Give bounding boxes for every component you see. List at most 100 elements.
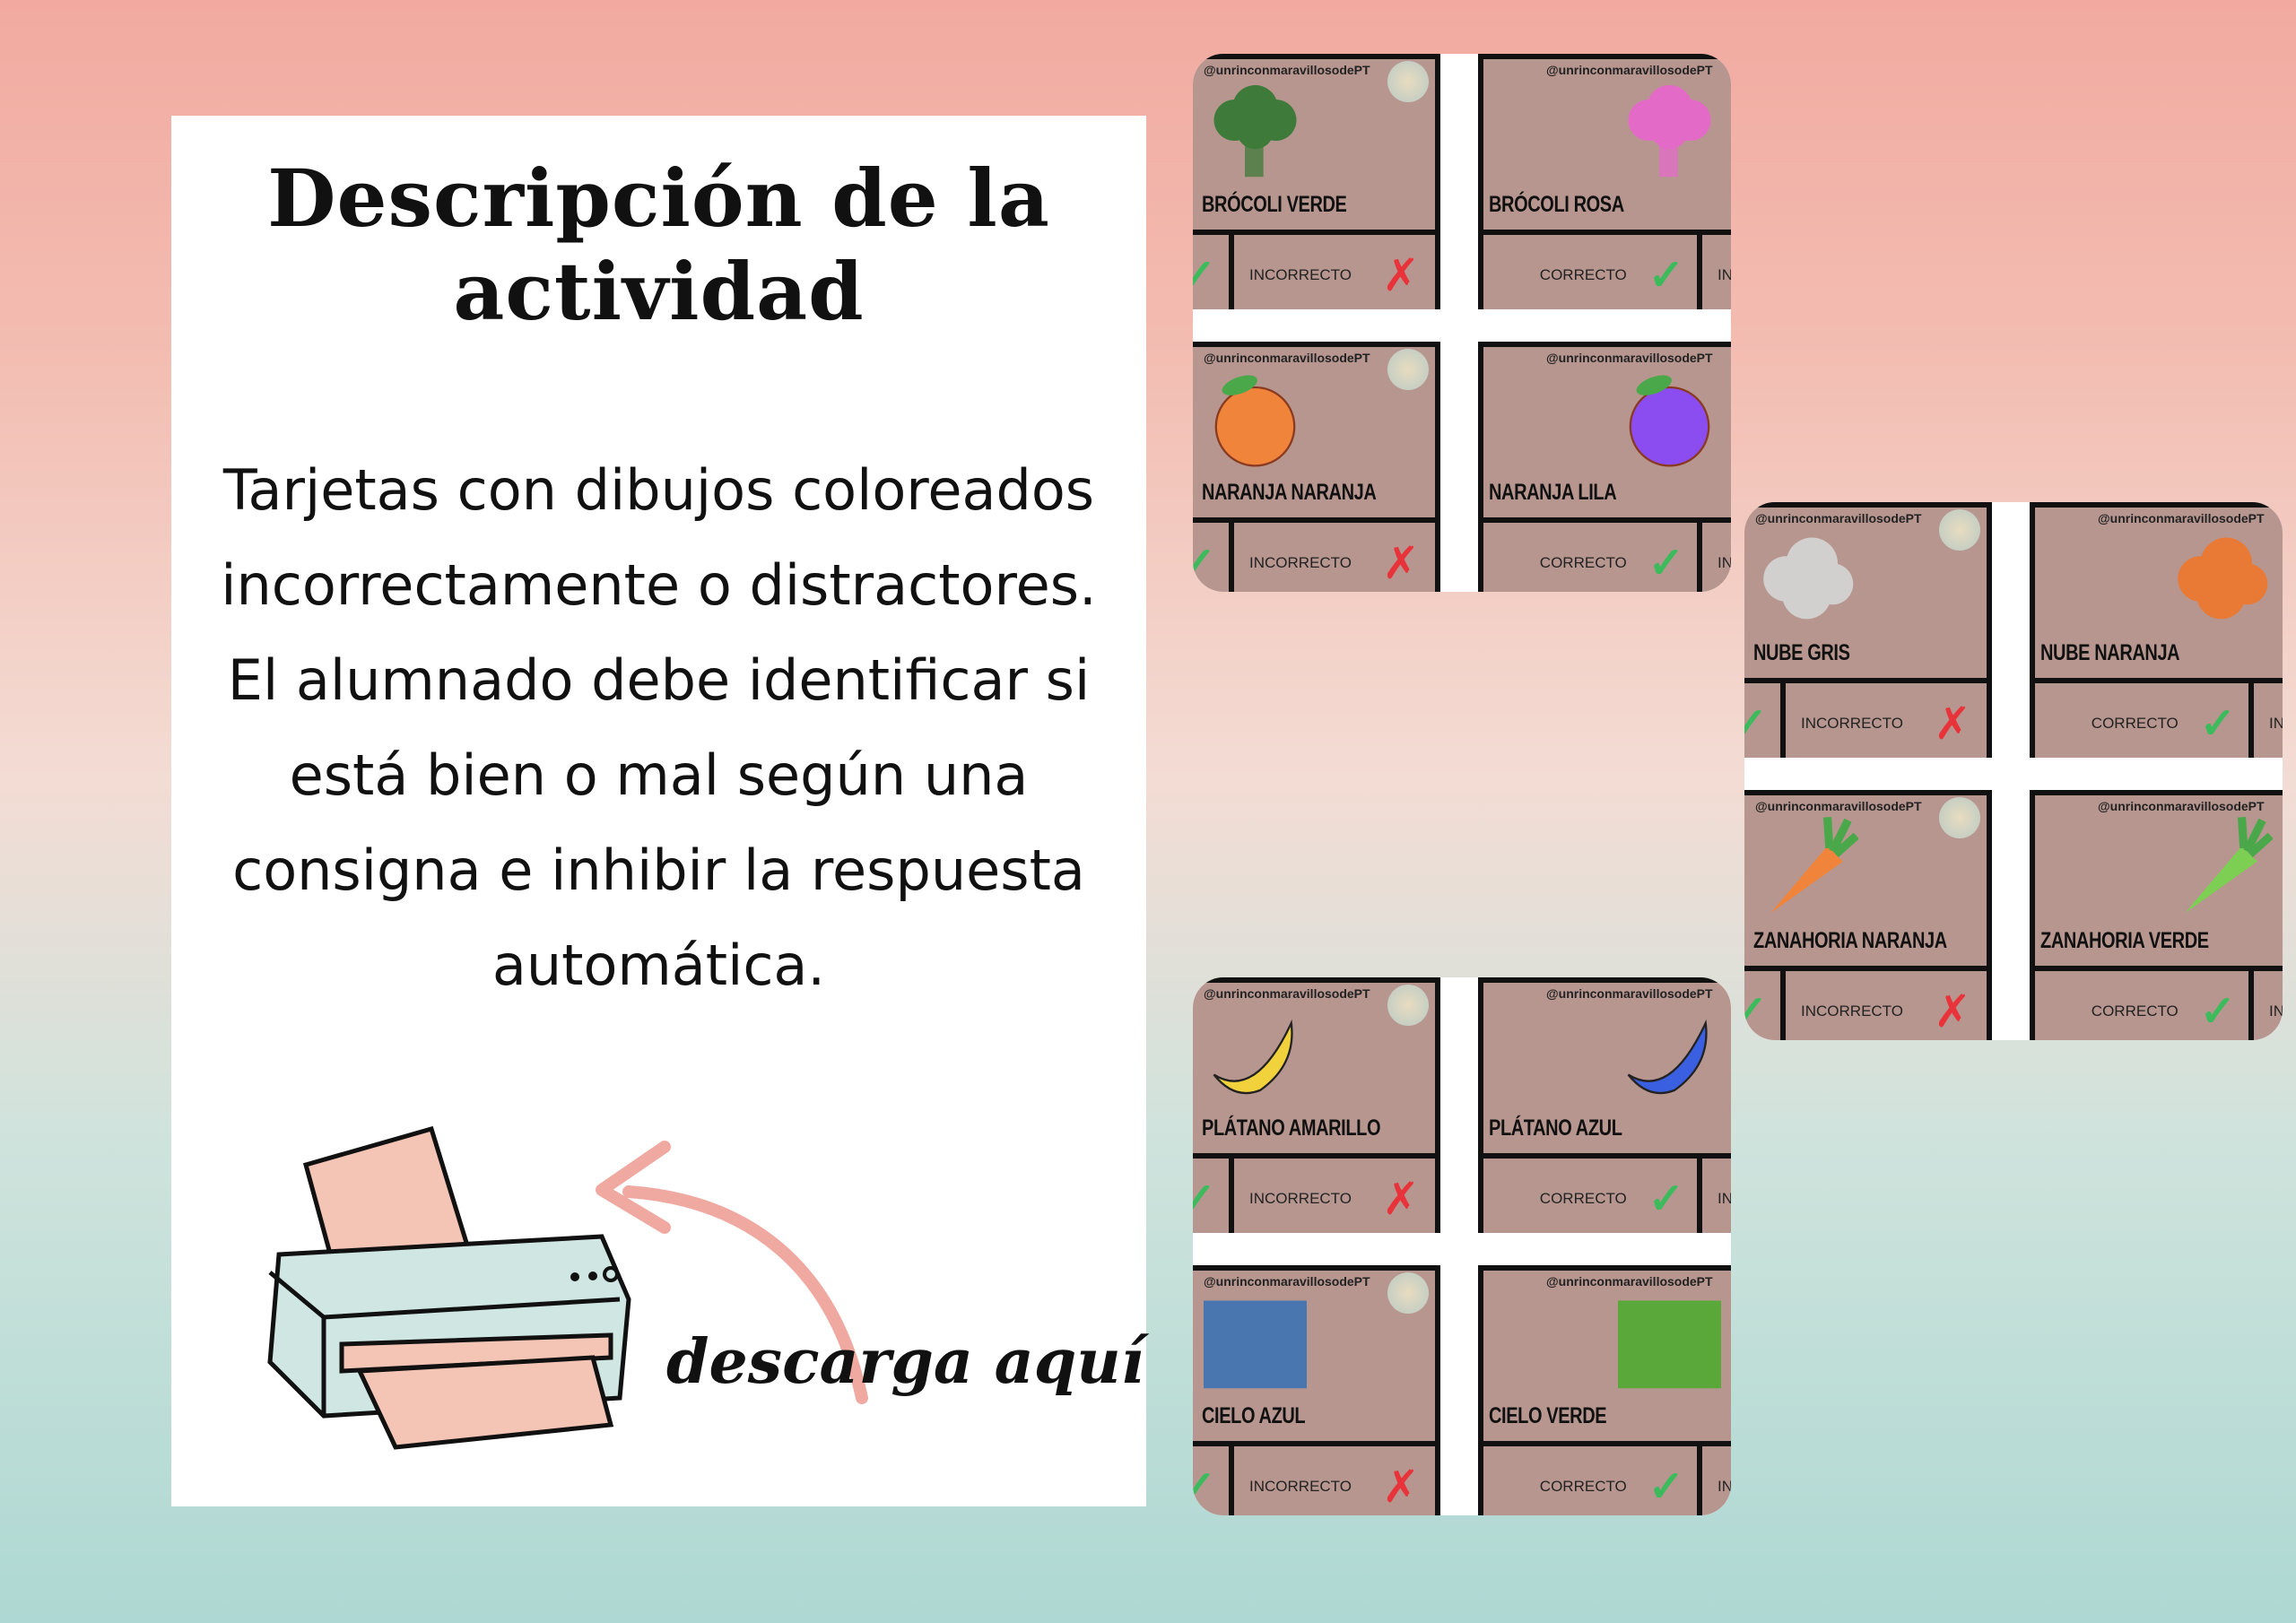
activity-card: @unrinconmaravillosodePT ZANAHORIA NARAN… (1744, 790, 1992, 1040)
correct-option[interactable]: CORRECTO✓ (1483, 1446, 1697, 1515)
answer-row: CORRECTO✓ INCORRECTO✗ (1483, 230, 1731, 309)
correct-option[interactable]: CORRECTO✓ (1744, 683, 1780, 758)
correct-option[interactable]: CORRECTO✓ (1193, 1446, 1229, 1515)
author-handle: @unrinconmaravillosodePT (1204, 351, 1370, 365)
orange-picture (1629, 375, 1710, 467)
check-icon: ✓ (1648, 1463, 1684, 1511)
card-collage-cloud-carrot: @unrinconmaravillosodePT NUBE GRIS CORRE… (1744, 502, 2283, 1040)
incorrect-option[interactable]: INCORRECTO✗ (1229, 1159, 1435, 1233)
author-handle: @unrinconmaravillosodePT (2098, 511, 2265, 525)
cross-icon: ✗ (1382, 1462, 1420, 1512)
download-link[interactable]: descarga aquí (666, 1326, 1144, 1398)
author-avatar (1387, 61, 1429, 102)
card-cell: @unrinconmaravillosodePT NUBE GRIS CORRE… (1744, 502, 1992, 758)
correct-label: CORRECTO (2091, 715, 2179, 732)
cross-icon: ✗ (1934, 699, 1971, 749)
author-avatar (1387, 1272, 1429, 1314)
incorrect-option[interactable]: INCORRECTO✗ (2248, 971, 2283, 1040)
author-avatar (1387, 985, 1429, 1026)
orange-picture (1214, 375, 1296, 467)
answer-row: CORRECTO ✓ INCORRECTO✗ (2035, 966, 2283, 1040)
activity-card: @unrinconmaravillosodePT BRÓCOLI VERDE C… (1193, 54, 1440, 309)
correct-option[interactable]: CORRECTO✓ (1744, 971, 1780, 1040)
check-icon: ✓ (1648, 540, 1684, 587)
cross-icon: ✗ (1382, 250, 1420, 300)
card-cell: @unrinconmaravillosodePT BRÓCOLI VERDE C… (1193, 54, 1440, 309)
check-icon: ✓ (1744, 988, 1768, 1036)
correct-option[interactable]: CORRECTO✓ (1483, 1159, 1697, 1233)
card-cell: @unrinconmaravillosodePT CIELO AZUL CORR… (1193, 1265, 1440, 1515)
incorrect-option[interactable]: INCORRECTO✗ (1697, 1159, 1731, 1233)
author-handle: @unrinconmaravillosodePT (1546, 986, 1713, 1001)
correct-option[interactable]: CORRECTO✓ (1483, 235, 1697, 309)
incorrect-option[interactable]: INCORRECTO✗ (1229, 1446, 1435, 1515)
author-handle: @unrinconmaravillosodePT (2098, 799, 2265, 813)
author-handle: @unrinconmaravillosodePT (1546, 351, 1713, 365)
answer-row: CORRECTO✓ INCORRECTO✗ (1193, 1441, 1435, 1515)
carrot-picture (1770, 816, 1858, 914)
incorrect-label: INCORRECTO (1249, 554, 1352, 571)
card-label: PLÁTANO AZUL (1489, 1115, 1622, 1141)
carrot-picture (2185, 816, 2273, 914)
incorrect-label: INCORRECTO (2269, 1002, 2283, 1020)
check-icon: ✓ (1193, 540, 1216, 587)
description-text: Tarjetas con dibujos coloreados incorrec… (221, 457, 1097, 998)
printer-icon[interactable] (252, 1111, 656, 1470)
card-collage-broccoli-orange: @unrinconmaravillosodePT BRÓCOLI VERDE C… (1193, 54, 1731, 592)
author-handle: @unrinconmaravillosodePT (1755, 799, 1922, 813)
author-handle: @unrinconmaravillosodePT (1755, 511, 1922, 525)
incorrect-option[interactable]: INCORRECTO✗ (2248, 683, 2283, 758)
incorrect-option[interactable]: INCORRECTO✗ (1697, 523, 1731, 592)
card-label: ZANAHORIA VERDE (2040, 928, 2209, 953)
incorrect-option[interactable]: INCORRECTO✗ (1780, 683, 1987, 758)
check-icon: ✓ (1648, 1176, 1684, 1223)
check-icon: ✓ (1744, 700, 1768, 748)
correct-option[interactable]: CORRECTO✓ (1193, 235, 1229, 309)
correct-option[interactable]: CORRECTO✓ (2035, 683, 2248, 758)
card-label: CIELO VERDE (1489, 1403, 1607, 1428)
activity-card: @unrinconmaravillosodePT PLÁTANO AZUL CO… (1478, 977, 1731, 1233)
card-collage-banana-sky: @unrinconmaravillosodePT PLÁTANO AMARILL… (1193, 977, 1731, 1515)
check-icon: ✓ (2199, 988, 2236, 1036)
check-icon: ✓ (1193, 1176, 1216, 1223)
card-cell: @unrinconmaravillosodePT NUBE NARANJA CO… (2030, 502, 2283, 758)
incorrect-option[interactable]: INCORRECTO✗ (1697, 235, 1731, 309)
correct-label: CORRECTO (1539, 554, 1627, 571)
activity-card: @unrinconmaravillosodePT NARANJA LILA CO… (1478, 342, 1731, 592)
correct-option[interactable]: CORRECTO ✓ (1483, 523, 1697, 592)
card-cell: @unrinconmaravillosodePT CIELO VERDE COR… (1478, 1265, 1731, 1515)
incorrect-label: INCORRECTO (1718, 1478, 1731, 1495)
incorrect-label: INCORRECTO (1249, 266, 1352, 283)
activity-card: @unrinconmaravillosodePT NUBE NARANJA CO… (2030, 502, 2283, 758)
correct-option[interactable]: CORRECTO✓ (1193, 1159, 1229, 1233)
incorrect-label: INCORRECTO (2269, 715, 2283, 732)
answer-row: CORRECTO✓ INCORRECTO✗ (1193, 1153, 1435, 1233)
author-avatar (1939, 797, 1980, 838)
banana-picture (1627, 1019, 1708, 1095)
card-label: CIELO AZUL (1202, 1403, 1306, 1428)
incorrect-option[interactable]: INCORRECTO ✗ (1229, 235, 1435, 309)
author-handle: @unrinconmaravillosodePT (1546, 1274, 1713, 1289)
card-label: NARANJA LILA (1489, 480, 1617, 505)
correct-option[interactable]: CORRECTO ✓ (2035, 971, 2248, 1040)
correct-label: CORRECTO (2091, 1002, 2179, 1020)
rect-picture (1618, 1300, 1721, 1389)
card-cell: @unrinconmaravillosodePT PLÁTANO AZUL CO… (1478, 977, 1731, 1233)
correct-option[interactable]: CORRECTO✓ (1193, 523, 1229, 592)
card-label: BRÓCOLI VERDE (1202, 192, 1347, 217)
author-handle: @unrinconmaravillosodePT (1546, 63, 1713, 77)
broccoli-picture (1628, 84, 1711, 178)
answer-row: CORRECTO✓ INCORRECTO✗ (1193, 517, 1435, 592)
card-label: NUBE NARANJA (2040, 640, 2180, 665)
incorrect-option[interactable]: INCORRECTO✗ (1780, 971, 1987, 1040)
activity-card: @unrinconmaravillosodePT NUBE GRIS CORRE… (1744, 502, 1992, 758)
activity-card: @unrinconmaravillosodePT NARANJA NARANJA… (1193, 342, 1440, 592)
card-label: PLÁTANO AMARILLO (1202, 1115, 1381, 1141)
incorrect-option[interactable]: INCORRECTO✗ (1697, 1446, 1731, 1515)
incorrect-option[interactable]: INCORRECTO✗ (1229, 523, 1435, 592)
incorrect-label: INCORRECTO (1718, 1190, 1731, 1207)
answer-row: CORRECTO✓ INCORRECTO✗ (1483, 1153, 1731, 1233)
card-label: BRÓCOLI ROSA (1489, 192, 1624, 217)
card-label: ZANAHORIA NARANJA (1753, 928, 1947, 953)
activity-card: @unrinconmaravillosodePT BRÓCOLI ROSA CO… (1478, 54, 1731, 309)
